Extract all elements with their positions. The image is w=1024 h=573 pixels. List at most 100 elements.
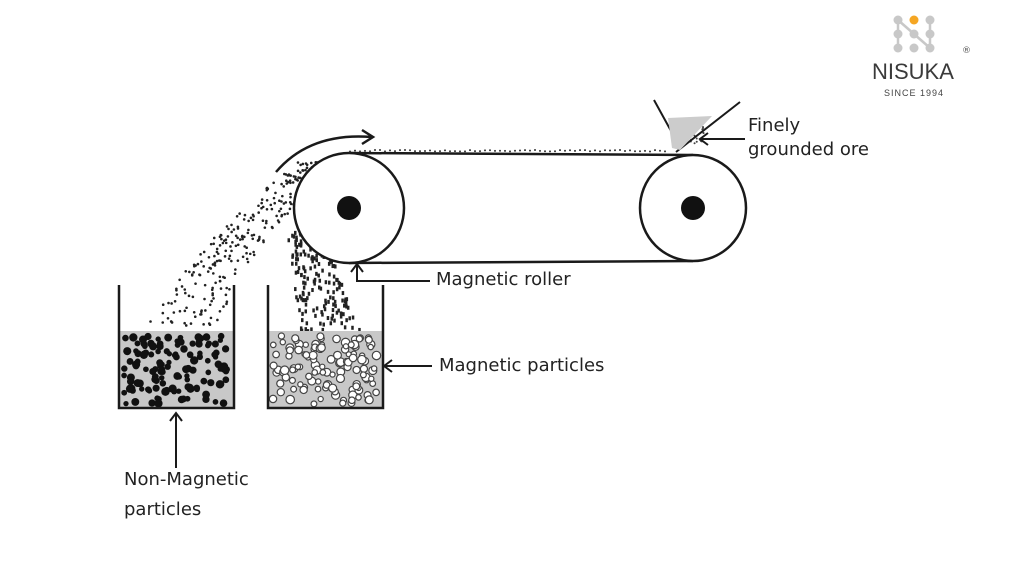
non-magnetic-particle bbox=[241, 255, 245, 259]
non-magnetic-particle bbox=[260, 198, 264, 201]
magnetic-particle bbox=[303, 252, 307, 257]
non-magnetic-particle bbox=[284, 173, 288, 176]
ore-particle bbox=[629, 149, 631, 152]
magnetic-particle bbox=[324, 280, 328, 285]
logo-registered: ® bbox=[962, 46, 971, 56]
non-magnetic-particle bbox=[241, 237, 244, 241]
magnetic-particle bbox=[304, 297, 308, 302]
magnetic-particle bbox=[291, 334, 300, 343]
magnetic-particle bbox=[294, 363, 302, 371]
magnetic-pointer-arrow bbox=[382, 359, 432, 373]
magnetic-particle bbox=[305, 321, 309, 326]
non-magnetic-particle bbox=[158, 375, 165, 381]
non-magnetic-particle bbox=[190, 274, 194, 277]
magnetic-particle bbox=[315, 258, 318, 263]
non-magnetic-particle bbox=[175, 388, 182, 394]
ore-particle bbox=[489, 149, 491, 152]
magnetic-particle bbox=[340, 321, 344, 326]
ore-particle bbox=[379, 149, 381, 152]
magnetic-particle bbox=[295, 252, 298, 257]
non-magnetic-particle bbox=[187, 294, 191, 298]
magnetic-particle bbox=[319, 286, 323, 291]
magnetic-particle bbox=[348, 316, 351, 321]
non-magnetic-particle bbox=[207, 255, 211, 259]
non-magnetic-particle bbox=[245, 251, 248, 255]
non-magnetic-particle bbox=[184, 324, 188, 327]
magnetic-particle bbox=[328, 383, 338, 393]
magnetic-particle bbox=[268, 394, 278, 404]
magnetic-particle bbox=[279, 338, 287, 346]
non-magnetic-particle bbox=[265, 207, 269, 211]
magnetic-particle bbox=[364, 335, 373, 344]
non-magnetic-particle bbox=[251, 213, 255, 217]
magnetic-particle bbox=[295, 257, 298, 262]
non-magnetic-particle bbox=[246, 231, 250, 235]
magnetic-particle bbox=[326, 354, 336, 364]
non-magnetic-particle bbox=[183, 309, 187, 313]
magnetic-particle bbox=[313, 264, 317, 269]
magnetic-particle bbox=[339, 314, 343, 319]
magnetic-particle bbox=[324, 298, 327, 303]
magnetic-particle bbox=[333, 318, 336, 323]
magnetic-particle bbox=[332, 302, 335, 307]
non-magnetic-particle bbox=[209, 316, 213, 320]
magnetic-particle bbox=[345, 304, 348, 309]
non-magnetic-particle bbox=[219, 399, 228, 407]
magnetic-particle bbox=[294, 270, 298, 275]
non-magnetic-particle bbox=[278, 209, 281, 213]
non-magnetic-particle bbox=[274, 191, 277, 195]
magnetic-particle bbox=[302, 285, 306, 290]
ore-particle bbox=[624, 150, 626, 153]
non-magnetic-particle bbox=[296, 161, 300, 164]
non-magnetic-particle bbox=[177, 395, 186, 404]
non-magnetic-particle bbox=[260, 206, 263, 210]
non-magnetic-particle bbox=[286, 212, 289, 215]
non-magnetic-particle bbox=[232, 228, 236, 231]
non-magnetic-particle bbox=[282, 202, 286, 205]
ore-particle bbox=[484, 149, 486, 152]
non-magnetic-particle bbox=[265, 219, 268, 223]
non-magnetic-particle bbox=[197, 350, 203, 357]
magnetic-particle bbox=[297, 266, 301, 271]
non-magnetic-particle bbox=[228, 254, 232, 258]
ore-particle bbox=[369, 150, 371, 153]
ore-particle bbox=[424, 150, 426, 153]
ore-particle bbox=[559, 149, 561, 152]
non-magnetic-particle bbox=[172, 311, 176, 314]
magnetic-particle bbox=[315, 253, 318, 258]
magnetic-particle bbox=[298, 242, 301, 247]
non-magnetic-particle bbox=[270, 207, 274, 211]
non-magnetic-particle bbox=[204, 357, 211, 364]
non-magnetic-particle bbox=[213, 261, 217, 264]
non-magnetic-particle bbox=[132, 362, 140, 370]
non-magnetic-particle bbox=[171, 388, 178, 395]
non-magnetic-particle bbox=[224, 249, 228, 253]
ore-particle bbox=[659, 149, 661, 152]
ore-particle bbox=[664, 150, 666, 153]
logo-tagline: SINCE 1994 bbox=[884, 88, 945, 98]
non-magnetic-particle bbox=[211, 292, 215, 295]
direction-arrow-head bbox=[361, 128, 376, 146]
ore-particle bbox=[479, 150, 481, 153]
non-magnetic-particle bbox=[191, 295, 195, 299]
label-finely: Finely bbox=[748, 115, 801, 136]
ore-particle bbox=[474, 150, 476, 153]
non-magnetic-particle bbox=[243, 213, 247, 217]
non-magnetic-particle bbox=[252, 233, 256, 237]
non-magnetic-particle bbox=[223, 255, 227, 258]
ore-particle bbox=[701, 128, 704, 131]
magnetic-particle bbox=[339, 399, 347, 407]
non-magnetic-particle bbox=[134, 340, 141, 347]
magnetic-particle bbox=[307, 291, 311, 296]
magnetic-particle bbox=[345, 297, 349, 302]
magnetic-particle bbox=[359, 371, 367, 379]
non-magnetic-particle bbox=[203, 297, 206, 301]
non-magnetic-particle bbox=[212, 242, 216, 246]
magnetic-particle bbox=[317, 273, 320, 278]
magnetic-particle bbox=[304, 302, 308, 307]
magnetic-particle bbox=[370, 365, 378, 372]
non-magnetic-particle bbox=[218, 275, 222, 279]
magnetic-particle bbox=[326, 289, 330, 294]
ore-particle bbox=[374, 149, 376, 152]
ore-particle bbox=[519, 149, 521, 152]
